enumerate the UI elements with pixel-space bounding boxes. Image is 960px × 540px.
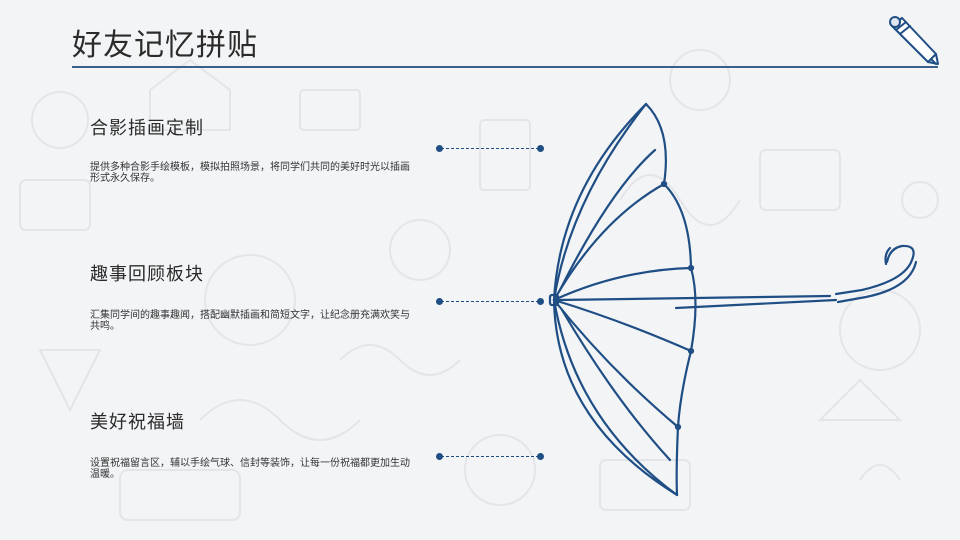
section-fun-stories: 趣事回顾板块 汇集同学间的趣事趣闻，搭配幽默插画和简短文字，让纪念册充满欢笑与共… — [90, 260, 420, 332]
umbrella-illustration — [548, 102, 918, 497]
connector-line — [436, 453, 544, 461]
title-divider — [72, 66, 938, 68]
section-body: 设置祝福留言区，辅以手绘气球、信封等装饰，让每一份祝福都更加生动温暖。 — [90, 458, 410, 480]
connector-line — [436, 298, 544, 306]
section-blessing-wall: 美好祝福墙 设置祝福留言区，辅以手绘气球、信封等装饰，让每一份祝福都更加生动温暖… — [90, 408, 420, 480]
connector-dot-left — [436, 453, 443, 460]
section-heading: 美好祝福墙 — [90, 412, 185, 433]
section-body: 提供多种合影手绘模板，模拟拍照场景，将同学们共同的美好时光以插画形式永久保存。 — [90, 162, 410, 184]
pencil-icon — [889, 16, 939, 65]
section-group-photo: 合影插画定制 提供多种合影手绘模板，模拟拍照场景，将同学们共同的美好时光以插画形… — [90, 114, 420, 184]
section-body: 汇集同学间的趣事趣闻，搭配幽默插画和简短文字，让纪念册充满欢笑与共鸣。 — [90, 310, 410, 332]
connector-dot-left — [436, 298, 443, 305]
dashed-line — [441, 456, 539, 457]
connector-dot-right — [537, 145, 544, 152]
connector-dot-right — [537, 298, 544, 305]
dashed-line — [441, 148, 539, 149]
page-title: 好友记忆拼贴 — [72, 28, 258, 63]
section-heading: 趣事回顾板块 — [90, 264, 204, 285]
connector-dot-right — [537, 453, 544, 460]
dashed-line — [441, 301, 539, 302]
connector-line — [436, 145, 544, 153]
connector-dot-left — [436, 145, 443, 152]
section-heading: 合影插画定制 — [90, 118, 204, 139]
